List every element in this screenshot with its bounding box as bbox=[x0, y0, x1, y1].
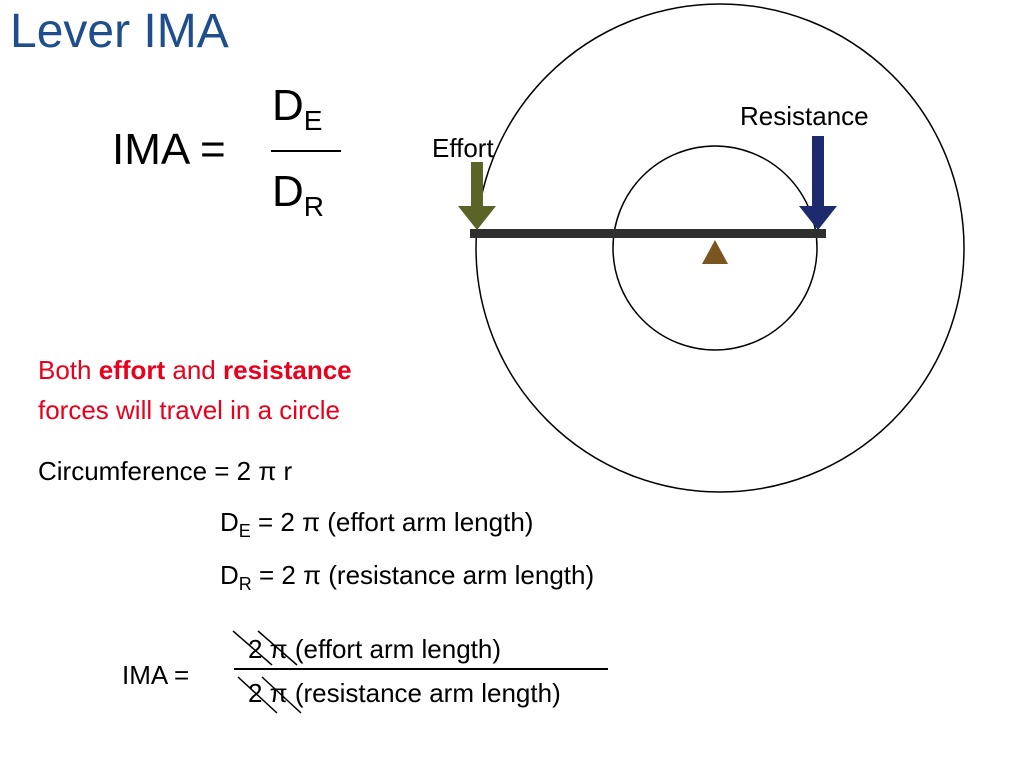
note-resistance: resistance bbox=[222, 355, 352, 385]
dr-equation: DR = 2 π (resistance arm length) bbox=[220, 560, 594, 595]
dr-sub: R bbox=[238, 574, 252, 594]
formula-lhs: IMA = bbox=[112, 125, 226, 174]
strike-num-2 bbox=[257, 630, 298, 666]
circumference-equation: Circumference = 2 π r bbox=[38, 456, 293, 486]
formula-numerator: DE bbox=[272, 84, 322, 135]
strike-den-2 bbox=[261, 676, 302, 714]
strike-den-1 bbox=[237, 676, 278, 714]
numerator-main: D bbox=[272, 81, 304, 130]
dr-rhs: = 2 π (resistance arm length) bbox=[251, 560, 595, 590]
dr-main: D bbox=[220, 560, 239, 590]
de-main: D bbox=[220, 507, 239, 537]
de-sub: E bbox=[238, 521, 251, 541]
denominator-sub: R bbox=[303, 191, 325, 222]
de-rhs: = 2 π (effort arm length) bbox=[250, 507, 534, 537]
circle-note: Both effort and resistance forces will t… bbox=[38, 350, 352, 430]
note-effort: effort bbox=[98, 355, 166, 385]
resistance-label: Resistance bbox=[740, 101, 869, 131]
resistance-arrow-icon bbox=[799, 136, 837, 230]
formula-denominator: DR bbox=[272, 170, 324, 221]
formula-fraction-bar bbox=[271, 150, 341, 152]
fulcrum-icon bbox=[702, 240, 728, 264]
ima-expanded-denominator: 2 π (resistance arm length) bbox=[248, 678, 561, 708]
outer-circle bbox=[475, 3, 965, 493]
ima-expanded-fraction-bar bbox=[234, 668, 608, 670]
effort-label: Effort bbox=[432, 133, 494, 163]
lever-beam bbox=[470, 229, 826, 238]
strike-num-1 bbox=[232, 630, 273, 666]
note-line-2: forces will travel in a circle bbox=[38, 395, 340, 425]
denominator-main: D bbox=[272, 167, 304, 216]
de-equation: DE = 2 π (effort arm length) bbox=[220, 507, 533, 542]
numerator-sub: E bbox=[303, 105, 323, 136]
inner-circle bbox=[612, 145, 818, 351]
note-text-1: Both bbox=[38, 355, 99, 385]
ima-expanded-lhs: IMA = bbox=[122, 660, 190, 690]
page-title: Lever IMA bbox=[10, 5, 229, 58]
effort-arrow-icon bbox=[458, 162, 496, 230]
note-text-2: and bbox=[165, 355, 223, 385]
